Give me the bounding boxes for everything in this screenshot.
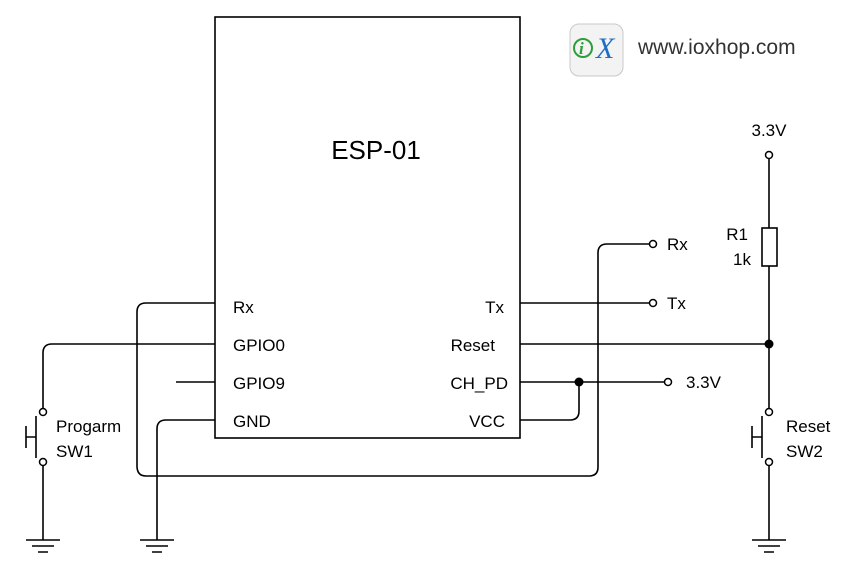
terminal-tx — [648, 298, 658, 308]
sw2-name: Reset — [786, 417, 831, 436]
sw1-reference: SW1 — [56, 442, 93, 461]
module-title: ESP-01 — [331, 135, 421, 165]
switch-sw1 — [25, 407, 48, 467]
terminal-label-rx: Rx — [667, 235, 688, 254]
switch-sw2 — [751, 407, 774, 467]
ground-icon — [752, 539, 786, 553]
pin-label-vcc: VCC — [469, 412, 505, 431]
terminal-label-tx: Tx — [667, 294, 686, 313]
logo-i-glyph: i — [579, 39, 584, 58]
terminal-label-top-supply: 3.3V — [752, 121, 788, 140]
terminal-rx — [648, 239, 658, 249]
junction-ch-pd-vcc — [574, 377, 584, 387]
ioxhop-logo: i X — [569, 23, 624, 77]
r1-reference: R1 — [726, 225, 748, 244]
terminal-label-ch-pd-supply: 3.3V — [686, 373, 722, 392]
esp01-module — [214, 16, 521, 439]
wire-gpio0 — [42, 343, 215, 409]
pin-label-ch-pd: CH_PD — [450, 374, 508, 393]
logo-circle-icon — [573, 38, 593, 58]
pin-label-gnd: GND — [233, 412, 271, 431]
wire-rx — [136, 243, 650, 477]
pin-label-tx: Tx — [485, 298, 504, 317]
wire-vcc — [520, 382, 580, 421]
ground-icon — [140, 539, 174, 553]
logo-badge — [569, 23, 624, 77]
pin-label-reset: Reset — [451, 336, 496, 355]
sw1-name: Progarm — [56, 417, 121, 436]
site-url: www.ioxhop.com — [637, 36, 796, 59]
terminal-ch-pd-supply — [663, 377, 673, 387]
wire-gnd — [156, 419, 215, 540]
r1-value: 1k — [733, 250, 751, 269]
sw2-reference: SW2 — [786, 442, 823, 461]
ground-icon — [26, 539, 60, 553]
logo-x-glyph: X — [595, 32, 616, 65]
pin-label-gpio0: GPIO0 — [233, 336, 285, 355]
pin-label-gpio9: GPIO9 — [233, 374, 285, 393]
pin-label-rx: Rx — [233, 298, 254, 317]
resistor-r1 — [761, 227, 778, 267]
terminal-top-supply — [764, 150, 774, 160]
junction-reset — [764, 339, 774, 349]
